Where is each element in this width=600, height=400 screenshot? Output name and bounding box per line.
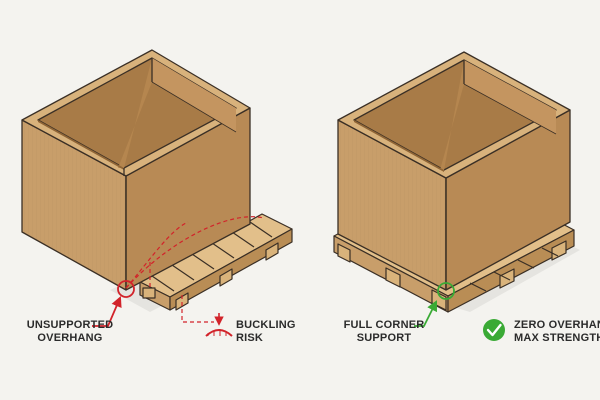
zero-line-2: MAX STRENGTH — [514, 332, 600, 345]
zero-overhang-label: ZERO OVERHANG, MAX STRENGTH — [514, 319, 600, 345]
corner-line-1: FULL CORNER — [338, 319, 430, 332]
unsupported-line-1: UNSUPPORTED — [22, 319, 118, 332]
buckling-line-2: RISK — [236, 332, 296, 345]
right-supported-group — [334, 52, 580, 341]
unsupported-line-2: OVERHANG — [22, 332, 118, 345]
left-overhang-group — [22, 50, 292, 336]
checkmark-circle-icon — [483, 319, 505, 341]
unsupported-overhang-label: UNSUPPORTED OVERHANG — [22, 319, 118, 345]
corner-line-2: SUPPORT — [338, 332, 430, 345]
zero-line-1: ZERO OVERHANG, — [514, 319, 600, 332]
full-corner-support-label: FULL CORNER SUPPORT — [338, 319, 430, 345]
buckling-arrow-icon — [206, 313, 232, 336]
buckling-risk-label: BUCKLING RISK — [236, 319, 296, 345]
buckling-line-1: BUCKLING — [236, 319, 296, 332]
